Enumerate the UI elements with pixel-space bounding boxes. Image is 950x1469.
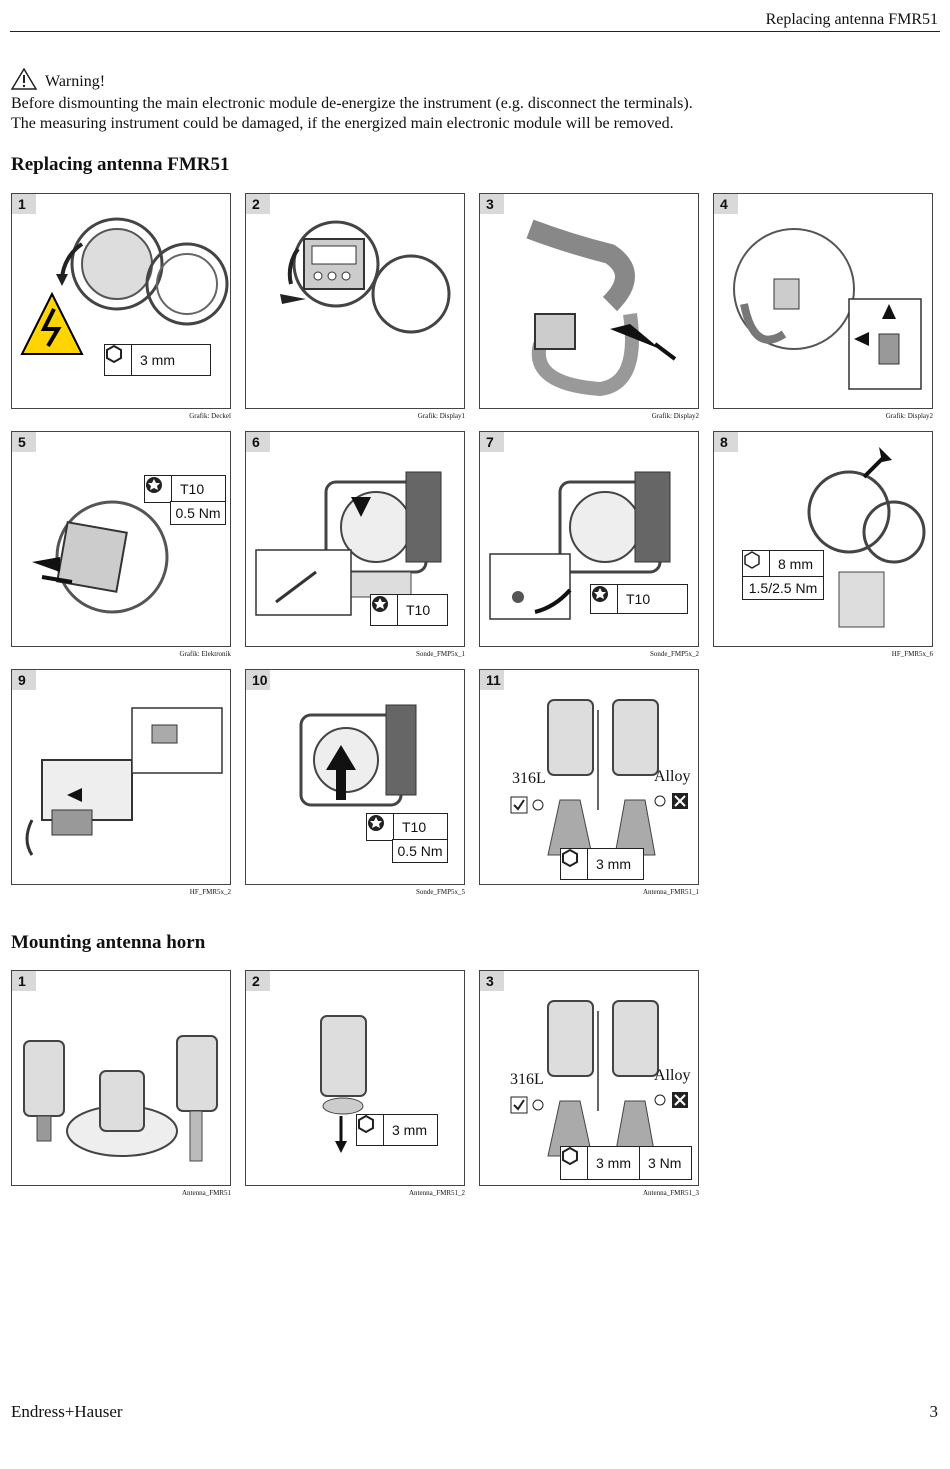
warning-line-1: Before dismounting the main electronic m… (11, 95, 693, 112)
torx-icon (371, 595, 398, 625)
housing-reassembly-drawing (299, 704, 417, 807)
torx-size-label: T10 (144, 475, 226, 503)
housing-lift-drawing (807, 447, 926, 628)
step-panel-7: 7 T10 (479, 431, 699, 647)
antenna-horn-mount-drawing (547, 1000, 659, 1157)
wrench-torque-label: 3 mm 3 Nm (560, 1146, 692, 1180)
step-number: 3 (480, 971, 504, 991)
mount-panel-2: 2 3 mm (245, 970, 465, 1186)
mount-panel-3: 3 316L Alloy 3 mm 3 Nm (479, 970, 699, 1186)
torque-label: 0.5 Nm (170, 501, 226, 525)
step-number: 11 (480, 670, 504, 690)
step-number: 7 (480, 432, 504, 452)
material-316l-label: 316L (510, 1071, 544, 1088)
warning-text: Before dismounting the main electronic m… (11, 94, 693, 134)
step-number: 1 (12, 194, 36, 214)
step-number: 4 (714, 194, 738, 214)
hex-key-icon (561, 1147, 588, 1179)
figure-caption: HF_FMR5x_6 (891, 650, 933, 658)
section-title-mounting: Mounting antenna horn (11, 932, 206, 953)
figure-caption: Antenna_FMR51 (182, 1189, 231, 1197)
antenna-horn-removal-drawing (547, 699, 659, 856)
wrench-size-label: 3 mm (356, 1114, 438, 1146)
hex-key-icon (561, 849, 588, 879)
housing-rotate-drawing (489, 471, 671, 620)
step-panel-5: 5 T10 0.5 Nm (11, 431, 231, 647)
step-panel-3: 3 (479, 193, 699, 409)
display-cable-drawing (526, 219, 677, 397)
torx-size-label: T10 (370, 594, 448, 626)
housing-cover-drawing (20, 217, 229, 355)
wrench-size-label: 3 mm (104, 344, 211, 376)
antenna-flange-drawing (320, 1015, 367, 1153)
page-number: 3 (929, 1402, 939, 1421)
hex-key-icon (357, 1115, 384, 1145)
step-number: 1 (12, 971, 36, 991)
torx-icon (145, 476, 172, 502)
step-panel-2: 2 (245, 193, 465, 409)
figure-caption: Grafik: Display2 (651, 412, 699, 420)
torque-label: 1.5/2.5 Nm (742, 576, 824, 600)
step-number: 6 (246, 432, 270, 452)
antenna-variants-drawing (23, 1035, 218, 1162)
step-number: 10 (246, 670, 270, 690)
material-316l-label: 316L (512, 770, 546, 787)
figure-caption: Antenna_FMR51_3 (643, 1189, 699, 1197)
electronics-removal-drawing (32, 500, 169, 614)
step-number: 3 (480, 194, 504, 214)
torx-size-label: T10 (590, 584, 688, 614)
step-number: 8 (714, 432, 738, 452)
figure-caption: Sonde_FMP5x_1 (415, 650, 465, 658)
warning-heading: Warning! (10, 67, 106, 95)
step-panel-8: 8 8 mm 1.5/2.5 Nm (713, 431, 933, 647)
footer-brand: Endress+Hauser (11, 1402, 123, 1421)
figure-caption: Antenna_FMR51_1 (643, 888, 699, 896)
mount-panel-1: 1 (11, 970, 231, 1186)
figure-caption: Sonde_FMP5x_5 (415, 888, 465, 896)
wrench-size-label: 3 mm (560, 848, 644, 880)
display-module-drawing (280, 220, 451, 334)
torx-size-label: T10 (366, 813, 448, 841)
figure-caption: Grafik: Elektronik (179, 650, 231, 658)
material-alloy-label: Alloy (654, 1067, 691, 1084)
hex-key-icon (743, 551, 770, 577)
material-alloy-label: Alloy (654, 768, 691, 785)
warning-label: Warning! (45, 72, 106, 90)
torque-label: 0.5 Nm (392, 839, 448, 863)
torx-icon (367, 814, 394, 840)
connector-detail-drawing (733, 228, 922, 390)
figure-caption: Grafik: Deckel (189, 412, 231, 420)
torx-icon (591, 585, 618, 613)
figure-caption: Grafik: Display2 (885, 412, 933, 420)
step-panel-6: 6 T10 (245, 431, 465, 647)
warning-triangle-icon (10, 67, 38, 95)
section-title-replacing: Replacing antenna FMR51 (11, 154, 230, 175)
step-panel-9: 9 (11, 669, 231, 885)
header-rule (10, 31, 940, 32)
warning-line-2: The measuring instrument could be damage… (11, 115, 674, 132)
step-number: 2 (246, 971, 270, 991)
step-number: 9 (12, 670, 36, 690)
step-number: 2 (246, 194, 270, 214)
housing-screw-drawing (255, 471, 442, 616)
step-panel-4: 4 (713, 193, 933, 409)
figure-caption: Antenna_FMR51_2 (409, 1189, 465, 1197)
step-number: 5 (12, 432, 36, 452)
running-header: Replacing antenna FMR51 (765, 11, 938, 28)
step-panel-11: 11 316L Alloy 3 mm (479, 669, 699, 885)
wrench-size-label: 8 mm (742, 550, 824, 578)
step-panel-1: 1 3 mm (11, 193, 231, 409)
hf-module-drawing (25, 707, 223, 856)
figure-caption: Sonde_FMP5x_2 (649, 650, 699, 658)
figure-caption: HF_FMR5x_2 (189, 888, 231, 896)
step-panel-10: 10 T10 0.5 Nm (245, 669, 465, 885)
hex-key-icon (105, 345, 132, 375)
figure-caption: Grafik: Display1 (417, 412, 465, 420)
